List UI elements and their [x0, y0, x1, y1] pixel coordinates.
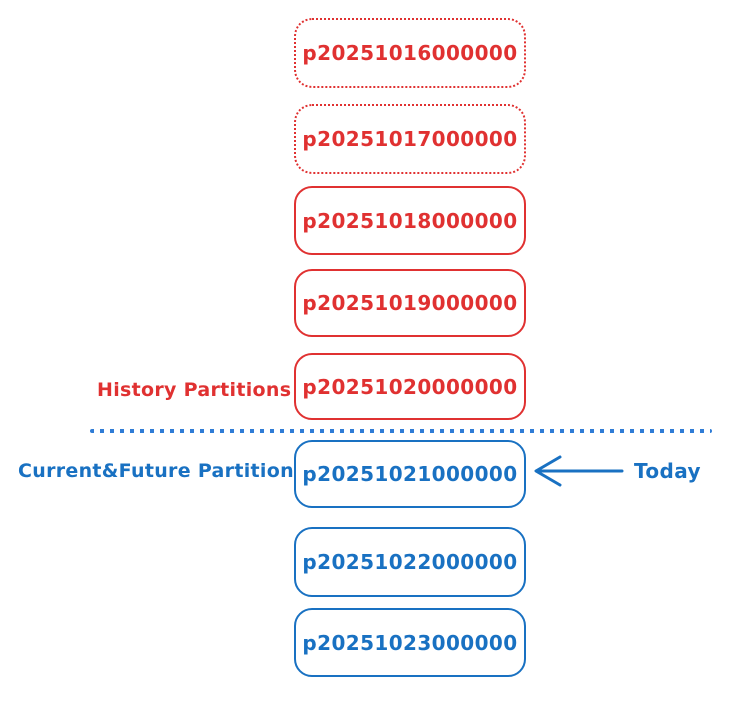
partition-label: p20251016000000	[302, 41, 518, 65]
partition-box-p20251016000000: p20251016000000	[294, 18, 526, 88]
current-future-partitions-label: Current&Future Partitions	[18, 460, 306, 482]
partition-box-p20251021000000: p20251021000000	[294, 440, 526, 508]
partition-box-p20251018000000: p20251018000000	[294, 186, 526, 255]
partition-label: p20251019000000	[302, 291, 518, 315]
partition-box-p20251023000000: p20251023000000	[294, 608, 526, 677]
partition-box-p20251019000000: p20251019000000	[294, 269, 526, 337]
today-arrow-icon	[534, 455, 624, 487]
partition-box-p20251020000000: p20251020000000	[294, 353, 526, 420]
partition-label: p20251022000000	[302, 550, 518, 574]
partition-label: p20251018000000	[302, 208, 518, 233]
today-label: Today	[634, 459, 701, 483]
partition-label: p20251020000000	[302, 374, 518, 399]
partition-box-p20251022000000: p20251022000000	[294, 527, 526, 597]
history-future-divider	[90, 429, 712, 433]
history-partitions-label: History Partitions	[97, 379, 292, 401]
partition-label: p20251021000000	[302, 462, 518, 486]
partition-label: p20251017000000	[302, 127, 518, 151]
partition-label: p20251023000000	[302, 630, 518, 655]
partition-box-p20251017000000: p20251017000000	[294, 104, 526, 174]
